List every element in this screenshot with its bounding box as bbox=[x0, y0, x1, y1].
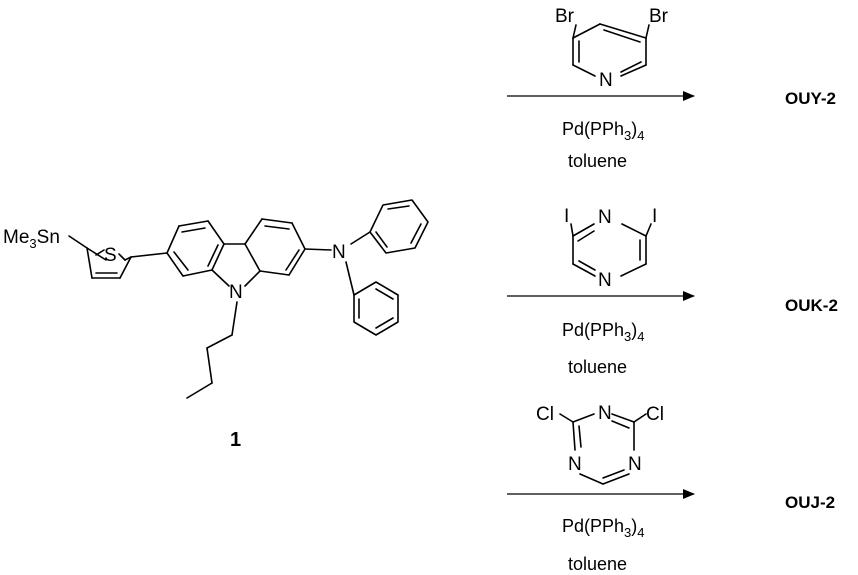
triazine-nitrogen-left-label: N bbox=[568, 454, 582, 475]
solvent-label-2: toluene bbox=[568, 357, 627, 377]
thiophene-ring: S bbox=[86, 245, 132, 279]
sn-subscript: 3 bbox=[29, 236, 36, 251]
carbazole-left-ring bbox=[166, 220, 225, 277]
compound-number: 1 bbox=[230, 429, 241, 451]
iodine-left-label: I bbox=[564, 206, 569, 227]
triazine-nitrogen-right-label: N bbox=[628, 454, 642, 475]
reaction-2: I I N N Pd(PPh3)4 toluene OUK-2 bbox=[507, 206, 838, 377]
sn-prefix: Me bbox=[3, 227, 29, 248]
solvent-label-3: toluene bbox=[568, 554, 627, 574]
amine-nitrogen-label: N bbox=[332, 242, 346, 263]
carbazole-right-ring bbox=[244, 218, 306, 276]
pyridine-nitrogen-label: N bbox=[599, 70, 613, 91]
product-label-2: OUK-2 bbox=[785, 296, 838, 315]
triazine-nitrogen-top-label: N bbox=[598, 403, 612, 424]
bromine-right-label: Br bbox=[649, 6, 669, 27]
starting-material-structure: Me3Sn S bbox=[3, 199, 429, 451]
diiodopyrazine-structure: I I N N bbox=[564, 206, 657, 291]
carbazole-nitrogen-label: N bbox=[229, 282, 243, 303]
upper-phenyl-ring bbox=[369, 199, 429, 254]
product-label-3: OUJ-2 bbox=[785, 493, 835, 512]
product-label-1: OUY-2 bbox=[785, 89, 836, 108]
chlorine-right-label: Cl bbox=[646, 404, 664, 425]
catalyst-label-2: Pd(PPh3)4 bbox=[562, 320, 645, 344]
pyrazine-nitrogen-top-label: N bbox=[598, 207, 612, 228]
trimethylstannyl-label: Me3Sn bbox=[3, 227, 60, 251]
lower-phenyl-ring bbox=[353, 281, 399, 336]
reaction-3: Cl Cl N N N Pd(PPh3)4 toluene OUJ-2 bbox=[507, 403, 835, 574]
iodine-right-label: I bbox=[652, 206, 657, 227]
pyrazine-nitrogen-bottom-label: N bbox=[598, 270, 612, 291]
reaction-1: Br Br N Pd(PPh3)4 toluene OUY-2 bbox=[507, 6, 836, 171]
catalyst-label-3: Pd(PPh3)4 bbox=[562, 516, 645, 540]
dichlorotriazine-structure: Cl Cl N N N bbox=[536, 403, 664, 485]
butyl-chain bbox=[186, 301, 238, 399]
bromine-left-label: Br bbox=[555, 6, 575, 27]
sn-suffix: Sn bbox=[37, 227, 60, 248]
chlorine-left-label: Cl bbox=[536, 404, 554, 425]
solvent-label-1: toluene bbox=[568, 151, 627, 171]
dibromopyridine-structure: Br Br N bbox=[555, 6, 669, 91]
sulfur-atom-label: S bbox=[104, 245, 117, 266]
catalyst-label-1: Pd(PPh3)4 bbox=[562, 119, 645, 143]
